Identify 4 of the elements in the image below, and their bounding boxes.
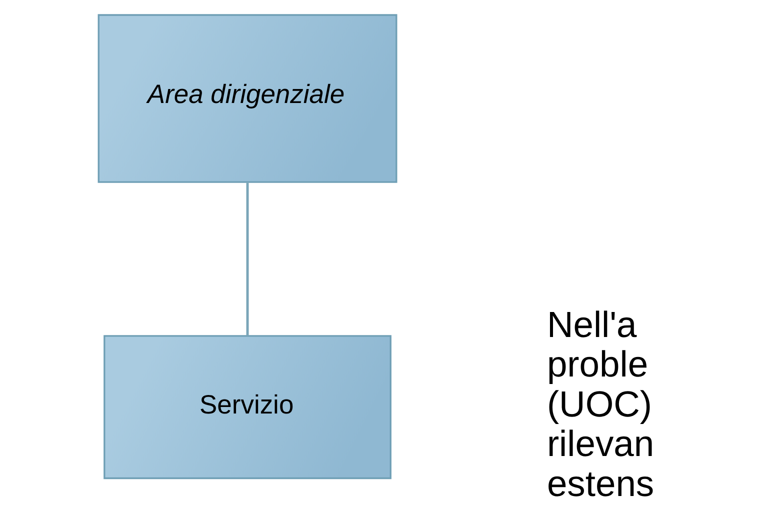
label: Nell'a proble (UOC) rilevan estens (546, 304, 654, 504)
connector (246, 182, 248, 336)
node-box: Servizio (103, 335, 391, 480)
node-box: Area dirigenziale (97, 14, 397, 183)
